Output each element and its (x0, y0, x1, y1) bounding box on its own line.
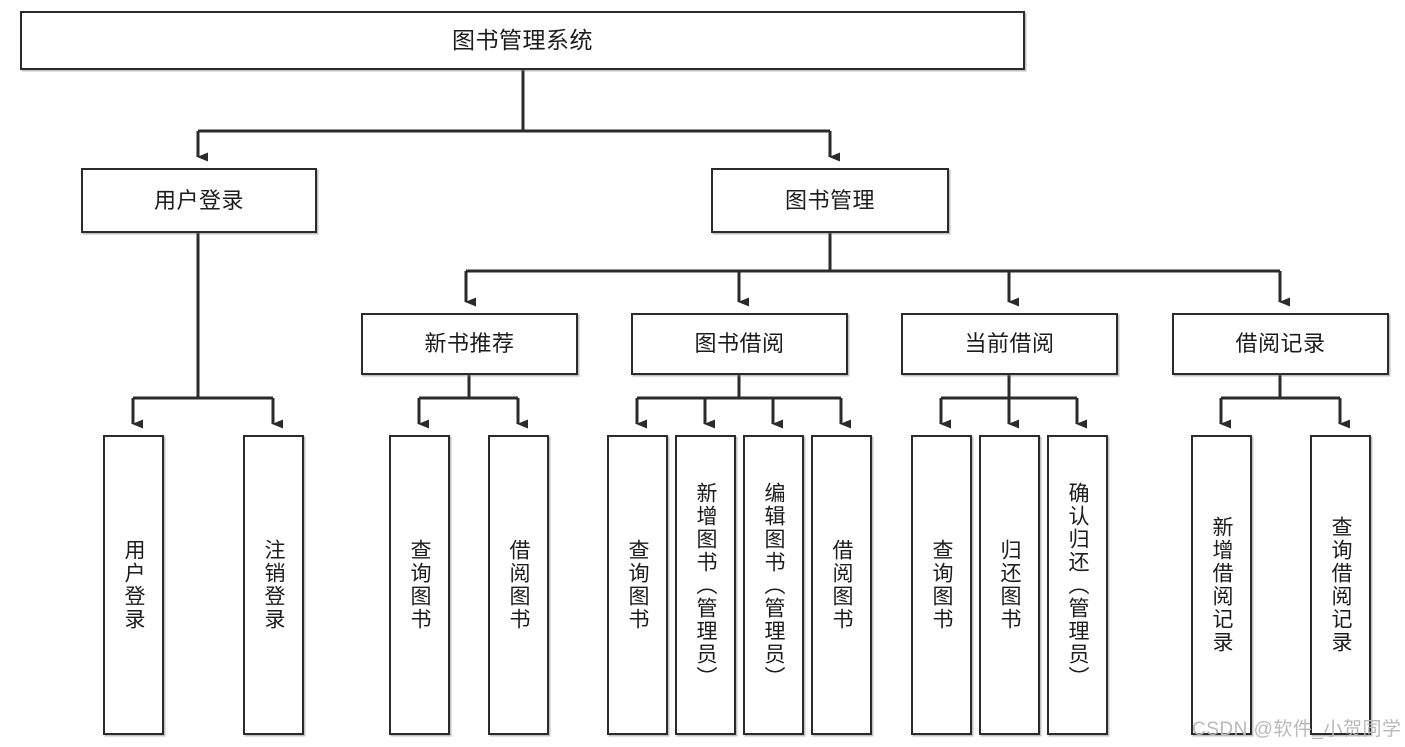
node-leaf-query-book-2-label: 查询图书 (626, 539, 650, 631)
node-borrow-record[interactable]: 借阅记录 (1172, 313, 1389, 375)
node-leaf-query-book-3-label: 查询图书 (930, 539, 954, 631)
node-leaf-user-login[interactable]: 用户登录 (103, 435, 164, 735)
node-current-borrow[interactable]: 当前借阅 (901, 313, 1118, 375)
node-user-login[interactable]: 用户登录 (81, 168, 317, 233)
node-leaf-query-record-label: 查询借阅记录 (1329, 516, 1353, 654)
node-root[interactable]: 图书管理系统 (20, 11, 1025, 70)
node-book-borrow-label: 图书借阅 (694, 331, 785, 357)
node-borrow-record-label: 借阅记录 (1235, 331, 1326, 357)
node-leaf-borrow-book-2[interactable]: 借阅图书 (811, 435, 872, 735)
node-leaf-add-book-label: 新增图书（管理员） (694, 481, 718, 689)
node-root-label: 图书管理系统 (452, 26, 593, 53)
node-leaf-query-book-3[interactable]: 查询图书 (911, 435, 972, 735)
node-leaf-edit-book-label: 编辑图书（管理员） (762, 481, 786, 689)
node-leaf-add-record-label: 新增借阅记录 (1210, 516, 1234, 654)
node-leaf-borrow-book-1[interactable]: 借阅图书 (488, 435, 549, 735)
node-leaf-add-book[interactable]: 新增图书（管理员） (675, 435, 736, 735)
node-leaf-query-book-1[interactable]: 查询图书 (389, 435, 450, 735)
node-leaf-user-login-label: 用户登录 (122, 539, 146, 631)
node-leaf-confirm-return[interactable]: 确认归还（管理员） (1047, 435, 1108, 735)
node-leaf-query-book-1-label: 查询图书 (408, 539, 432, 631)
node-leaf-query-record[interactable]: 查询借阅记录 (1310, 435, 1371, 735)
node-leaf-logout-login[interactable]: 注销登录 (243, 435, 304, 735)
node-leaf-confirm-return-label: 确认归还（管理员） (1066, 481, 1090, 689)
node-new-book-recommend-label: 新书推荐 (424, 331, 515, 357)
node-leaf-add-record[interactable]: 新增借阅记录 (1191, 435, 1252, 735)
node-leaf-logout-login-label: 注销登录 (262, 539, 286, 631)
node-leaf-return-book[interactable]: 归还图书 (979, 435, 1040, 735)
node-book-manage-label: 图书管理 (784, 187, 875, 213)
node-leaf-borrow-book-2-label: 借阅图书 (830, 539, 854, 631)
node-leaf-borrow-book-1-label: 借阅图书 (507, 539, 531, 631)
node-user-login-label: 用户登录 (153, 187, 244, 213)
node-leaf-query-book-2[interactable]: 查询图书 (607, 435, 668, 735)
node-new-book-recommend[interactable]: 新书推荐 (361, 313, 578, 375)
node-leaf-edit-book[interactable]: 编辑图书（管理员） (743, 435, 804, 735)
node-book-borrow[interactable]: 图书借阅 (631, 313, 848, 375)
node-leaf-return-book-label: 归还图书 (998, 539, 1022, 631)
node-current-borrow-label: 当前借阅 (964, 331, 1055, 357)
node-book-manage[interactable]: 图书管理 (711, 168, 949, 233)
